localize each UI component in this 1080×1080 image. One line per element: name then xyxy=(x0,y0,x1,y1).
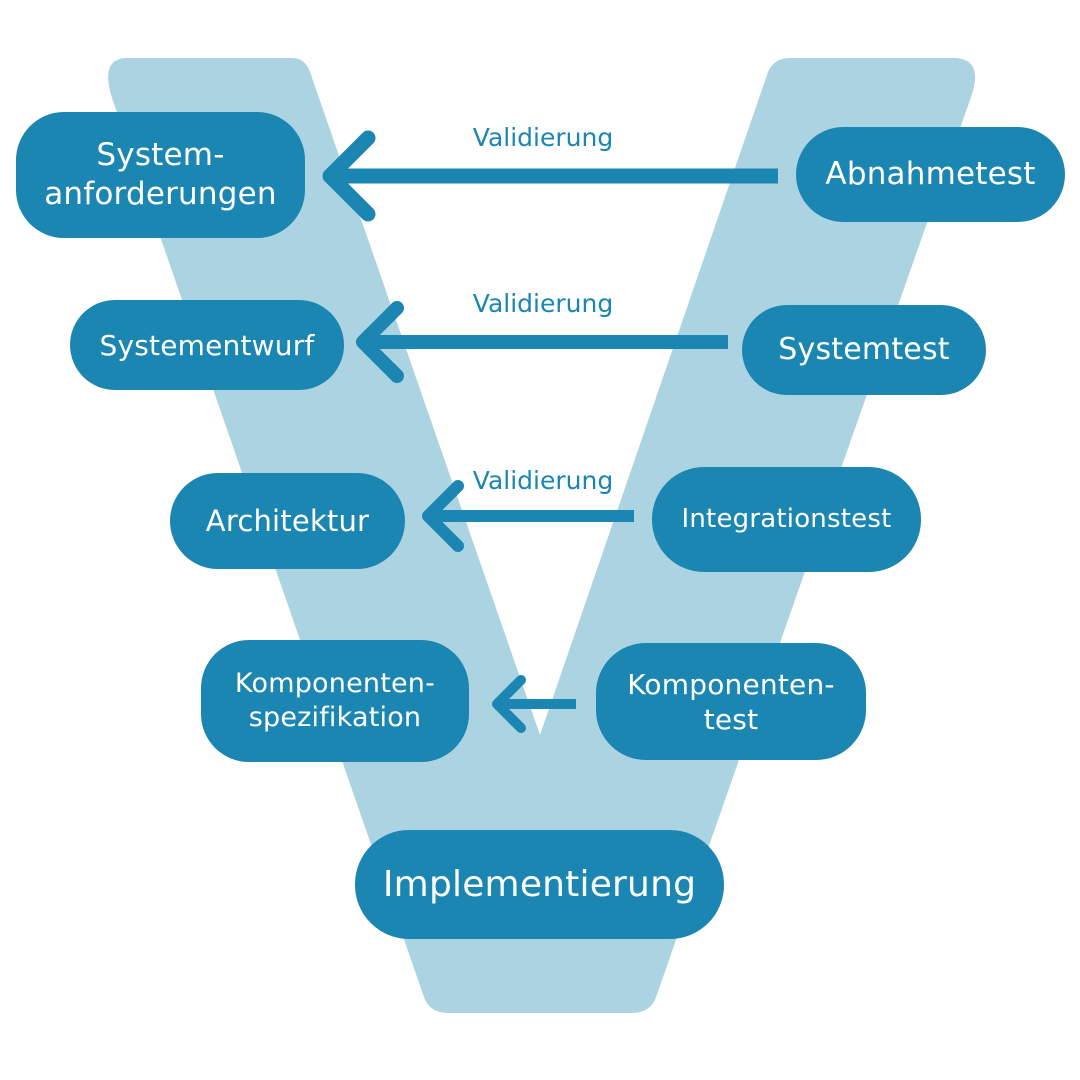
box-komponentenspezifikation: Komponenten- spezifikation xyxy=(201,640,469,762)
box-implementierung: Implementierung xyxy=(355,830,724,939)
arrow-label-validierung-2: Validierung xyxy=(472,289,614,318)
arrow-integrationstest-to-architektur xyxy=(422,480,634,552)
box-komponententest: Komponenten- test xyxy=(596,643,866,760)
v-shape-path xyxy=(108,58,976,1013)
arrow-systemtest-to-systementwurf xyxy=(356,301,728,383)
box-integrationstest: Integrationstest xyxy=(652,467,921,572)
arrow-head xyxy=(356,301,404,383)
arrow-head xyxy=(492,675,526,733)
arrow-abnahmetest-to-systemanforderungen xyxy=(322,130,778,222)
box-architektur: Architektur xyxy=(170,473,405,569)
arrow-head xyxy=(322,130,376,222)
arrow-label-validierung-3: Validierung xyxy=(472,466,614,495)
box-abnahmetest: Abnahmetest xyxy=(796,127,1065,222)
arrow-komponententest-to-komponentenspezifikation xyxy=(492,675,576,733)
arrow-head xyxy=(422,480,464,552)
box-systementwurf: Systementwurf xyxy=(70,300,344,390)
box-systemanforderungen: System- anforderungen xyxy=(16,112,305,238)
box-systemtest: Systemtest xyxy=(742,305,986,395)
arrow-label-validierung-1: Validierung xyxy=(472,123,614,152)
